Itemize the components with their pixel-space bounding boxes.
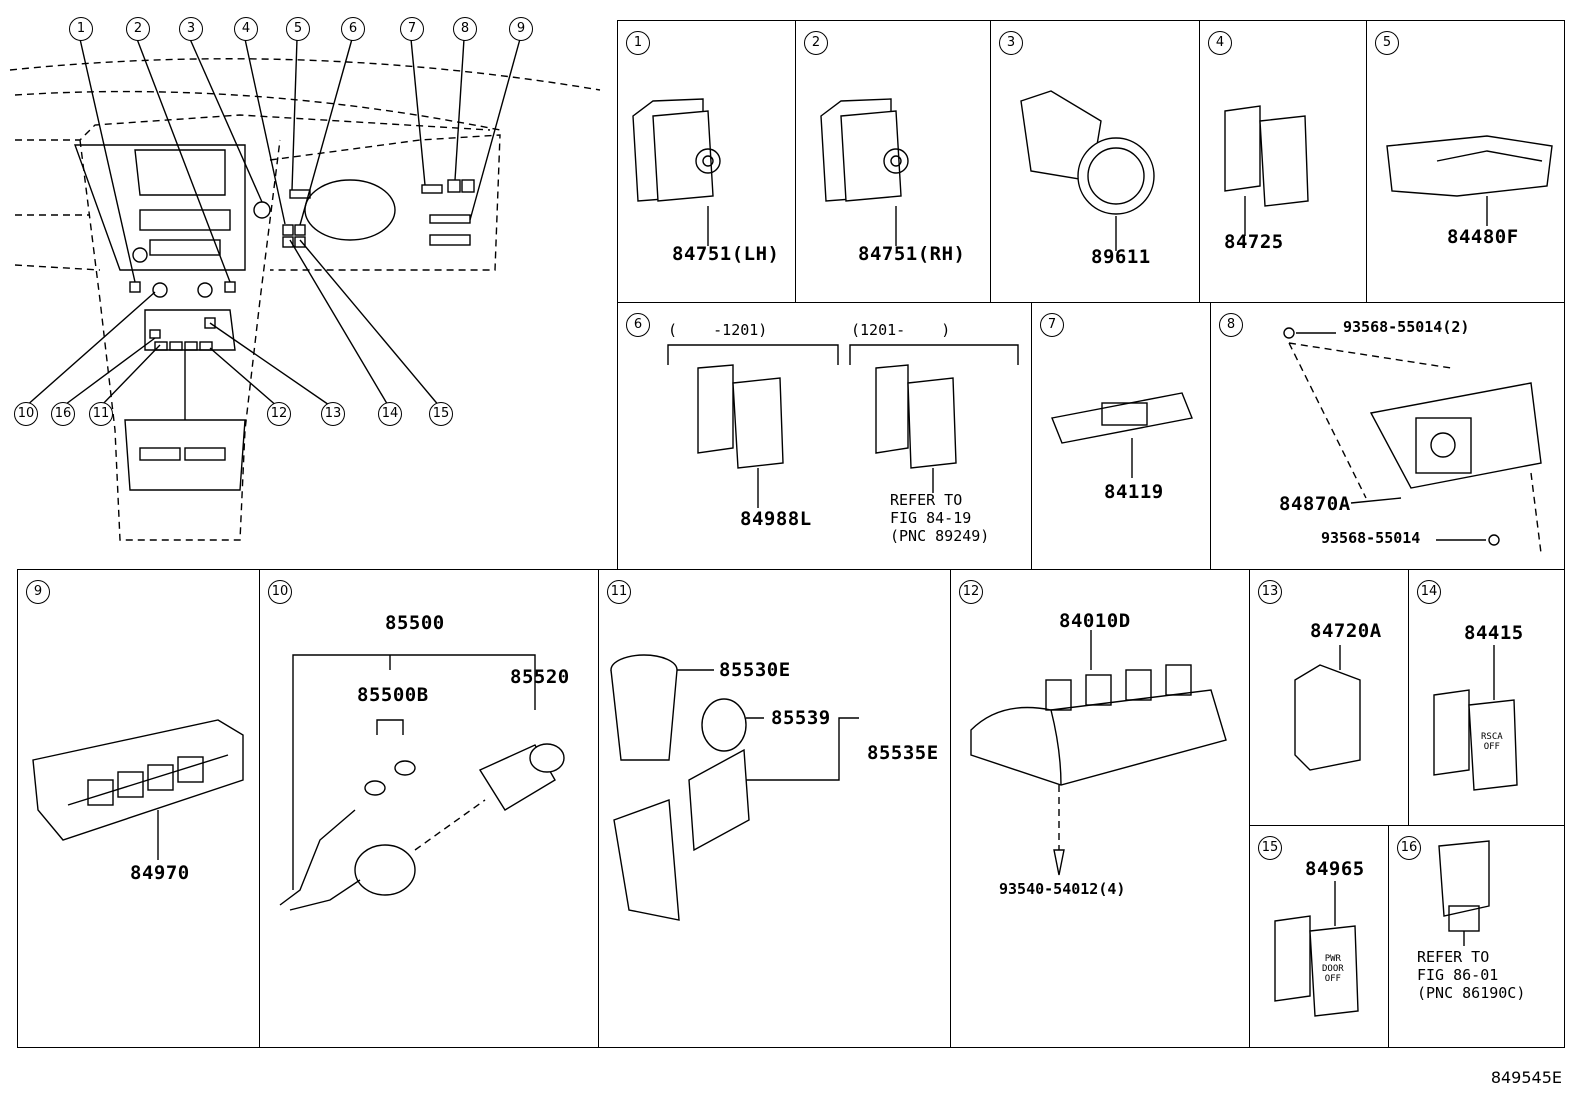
- cell-4: 4 84725: [1199, 20, 1367, 303]
- part-number-bulb: 85500B: [357, 684, 429, 706]
- cell-ref: 3: [999, 31, 1023, 55]
- callout-10: 10: [14, 402, 38, 426]
- callout-14: 14: [378, 402, 402, 426]
- cell-1: 1 84751(LH): [617, 20, 796, 303]
- figure-code: 849545E: [1490, 1068, 1562, 1087]
- dashboard-outline-drawing: [9, 38, 601, 541]
- part-number: 84988L: [740, 508, 812, 530]
- cell-ref: 10: [268, 580, 292, 604]
- start-switch-89611-drawing: [1020, 90, 1155, 251]
- part-number-screw: 93540-54012(4): [999, 880, 1126, 898]
- switch-84415-drawing: [1433, 645, 1518, 791]
- panel-84119-drawing: [1051, 392, 1193, 478]
- part-number: 84119: [1104, 481, 1164, 503]
- callout-11: 11: [89, 402, 113, 426]
- part-number: 84751(LH): [672, 243, 780, 265]
- cell-6: 6 ( -1201) (1201- ) 84988L REFER TO FIG …: [617, 302, 1032, 570]
- cigarette-lighter-85500-drawing: [279, 654, 565, 911]
- cell-ref: 11: [607, 580, 631, 604]
- cell-3: 3 89611: [990, 20, 1200, 303]
- cell-10: 10 85500 85500B 85520: [259, 569, 599, 1048]
- cell-15: 15 84965 PWR DOOR OFF: [1249, 825, 1389, 1048]
- part-number: 84415: [1464, 622, 1524, 644]
- callout-7: 7: [400, 17, 424, 41]
- switch-84725-drawing: [1224, 105, 1309, 236]
- part-number-cap: 85539: [771, 707, 831, 729]
- callout-9: 9: [509, 17, 533, 41]
- switch-panel-84970-drawing: [32, 719, 244, 860]
- cell-7: 7 84119: [1031, 302, 1211, 570]
- cell-8: 8 93568-55014(2) 84870A 93568-55014: [1210, 302, 1565, 570]
- refer-note: REFER TO FIG 86-01 (PNC 86190C): [1417, 948, 1526, 1002]
- cell-ref: 5: [1375, 31, 1399, 55]
- part-number-bolt: 93568-55014(2): [1343, 318, 1470, 336]
- switch-84751-rh-drawing: [820, 98, 909, 246]
- cell-9: 9 84970: [17, 569, 260, 1048]
- callout-12: 12: [267, 402, 291, 426]
- switch-assy-84870a-drawing: [1283, 327, 1542, 554]
- cell-14: 14 84415 RSCA OFF: [1408, 569, 1565, 826]
- part-number-socket: 85530E: [719, 659, 791, 681]
- cell-ref: 9: [26, 580, 50, 604]
- part-number-bolt-2: 93568-55014: [1321, 529, 1421, 547]
- pwr-door-off-label: PWR DOOR OFF: [1322, 954, 1344, 984]
- part-number-assy: 85500: [385, 612, 445, 634]
- part-number: 84970: [130, 862, 190, 884]
- cell-13: 13 84720A: [1249, 569, 1409, 826]
- cell-ref: 12: [959, 580, 983, 604]
- switches-84988l-drawing: [667, 344, 1019, 508]
- switch-cell-16-drawing: [1438, 840, 1490, 946]
- range-left: ( -1201): [668, 321, 768, 339]
- rsca-off-label: RSCA OFF: [1481, 732, 1503, 752]
- switch-84751-lh-drawing: [632, 98, 721, 246]
- part-number: 84965: [1305, 858, 1365, 880]
- part-number: 84870A: [1279, 493, 1351, 515]
- cell-5: 5 84480F: [1366, 20, 1565, 303]
- part-number: 84725: [1224, 231, 1284, 253]
- part-number-plug: 85520: [510, 666, 570, 688]
- switch-housing-84010d-drawing: [970, 630, 1227, 876]
- cell-ref: 4: [1208, 31, 1232, 55]
- callout-6: 6: [341, 17, 365, 41]
- power-outlet-85530e-drawing: [610, 654, 859, 921]
- cell-ref: 15: [1258, 836, 1282, 860]
- cell-ref: 14: [1417, 580, 1441, 604]
- part-number-assy: 85535E: [867, 742, 939, 764]
- callout-4: 4: [234, 17, 258, 41]
- cell-ref: 16: [1397, 836, 1421, 860]
- switch-84480f-drawing: [1386, 135, 1553, 226]
- cell-ref: 7: [1040, 313, 1064, 337]
- refer-note: REFER TO FIG 84-19 (PNC 89249): [890, 491, 990, 545]
- cell-11: 11 85530E 85539 85535E: [598, 569, 951, 1048]
- cell-ref: 2: [804, 31, 828, 55]
- range-right: (1201- ): [851, 321, 951, 339]
- part-number: 84720A: [1310, 620, 1382, 642]
- cell-ref: 8: [1219, 313, 1243, 337]
- part-number: 89611: [1091, 246, 1151, 268]
- cell-ref: 13: [1258, 580, 1282, 604]
- part-number: 84480F: [1447, 226, 1519, 248]
- callout-1: 1: [69, 17, 93, 41]
- cell-16: 16 REFER TO FIG 86-01 (PNC 86190C): [1388, 825, 1565, 1048]
- callout-15: 15: [429, 402, 453, 426]
- switch-84965-drawing: [1274, 881, 1359, 1017]
- cell-12: 12 84010D 93540-54012(4): [950, 569, 1250, 1048]
- callout-8: 8: [453, 17, 477, 41]
- cell-ref: 1: [626, 31, 650, 55]
- switch-84720a-drawing: [1294, 645, 1361, 771]
- callout-13: 13: [321, 402, 345, 426]
- callout-16: 16: [51, 402, 75, 426]
- callout-5: 5: [286, 17, 310, 41]
- cell-2: 2 84751(RH): [795, 20, 991, 303]
- callout-3: 3: [179, 17, 203, 41]
- callout-2: 2: [126, 17, 150, 41]
- part-number: 84010D: [1059, 610, 1131, 632]
- cell-ref: 6: [626, 313, 650, 337]
- part-number: 84751(RH): [858, 243, 966, 265]
